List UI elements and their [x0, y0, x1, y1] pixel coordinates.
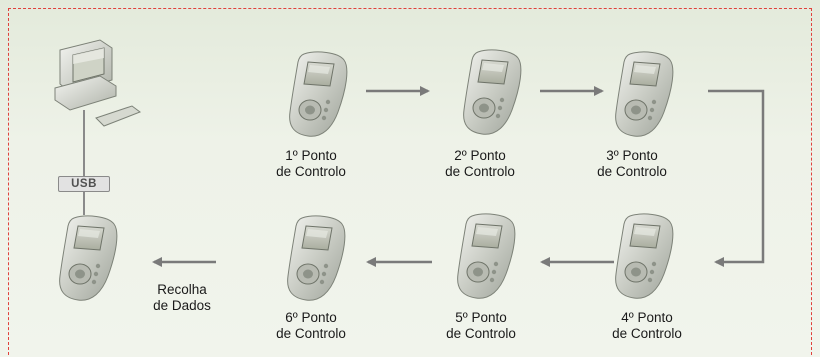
checkpoint-5-line1: 5º Ponto	[455, 310, 507, 325]
checkpoint-6-device-icon	[287, 215, 346, 301]
checkpoint-4-line1: 4º Ponto	[621, 310, 673, 325]
checkpoint-1-line2: de Controlo	[276, 164, 346, 179]
checkpoint-1-device-icon	[289, 51, 348, 137]
dashed-frame	[8, 8, 812, 357]
checkpoint-2-line1: 2º Ponto	[454, 148, 506, 163]
checkpoint-6-line1: 6º Ponto	[285, 310, 337, 325]
checkpoint-1-line1: 1º Ponto	[285, 148, 337, 163]
checkpoint-4-line2: de Controlo	[612, 326, 682, 341]
computer-icon	[54, 39, 142, 127]
checkpoint-3-line2: de Controlo	[597, 164, 667, 179]
checkpoint-2-device-icon	[463, 49, 522, 135]
checkpoint-4-device-icon	[615, 213, 674, 299]
arrow-3-to-4	[708, 89, 765, 267]
checkpoint-5-device-icon	[457, 213, 516, 299]
checkpoint-2-line2: de Controlo	[445, 164, 515, 179]
checkpoint-6-line2: de Controlo	[276, 326, 346, 341]
checkpoint-6-label: 6º Ponto de Controlo	[241, 310, 381, 342]
collection-label: Recolha de Dados	[112, 282, 252, 314]
collection-line1: Recolha	[157, 282, 207, 297]
checkpoint-3-label: 3º Ponto de Controlo	[562, 148, 702, 180]
checkpoint-3-device-icon	[615, 51, 674, 137]
checkpoint-3-line1: 3º Ponto	[606, 148, 658, 163]
usb-label: USB	[58, 176, 110, 192]
checkpoint-4-label: 4º Ponto de Controlo	[577, 310, 717, 342]
collection-line2: de Dados	[153, 298, 211, 313]
collection-device-icon	[59, 215, 118, 301]
checkpoint-5-line2: de Controlo	[446, 326, 516, 341]
checkpoint-2-label: 2º Ponto de Controlo	[410, 148, 550, 180]
checkpoint-5-label: 5º Ponto de Controlo	[411, 310, 551, 342]
checkpoint-1-label: 1º Ponto de Controlo	[241, 148, 381, 180]
